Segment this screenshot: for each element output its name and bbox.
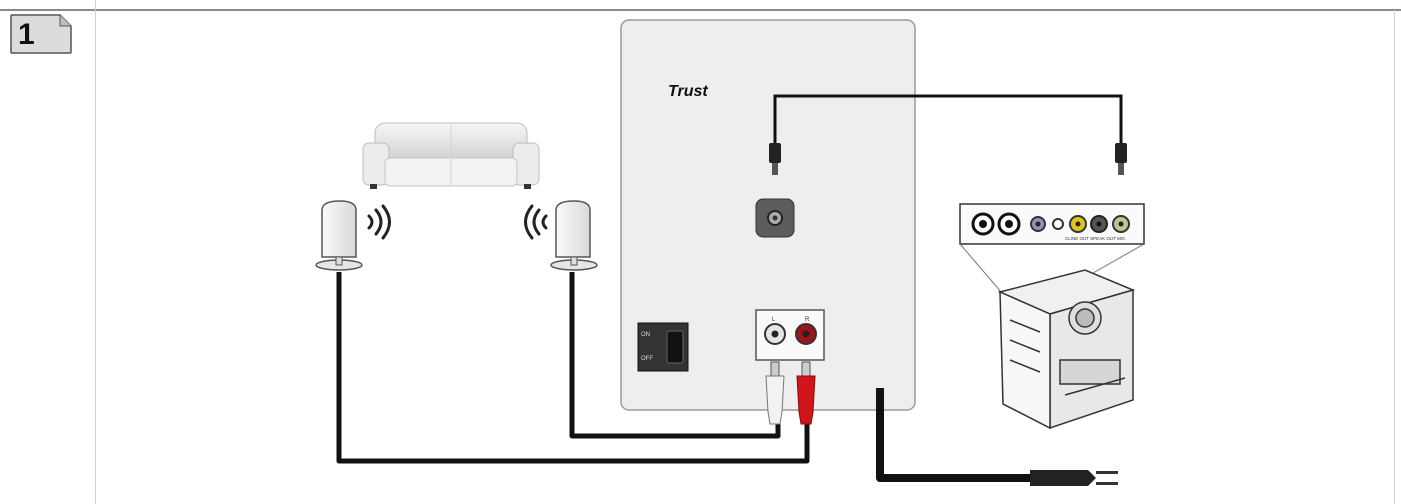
satellite-speaker-icon [315, 200, 363, 271]
sound-wave-icon [524, 204, 548, 240]
top-divider [0, 9, 1401, 11]
speaker-cable [336, 272, 810, 464]
audio-input-jack [755, 198, 795, 238]
trust-logo: Trust [668, 83, 708, 100]
brand-logo-text: Trust [668, 83, 708, 100]
satellite-speaker-icon [550, 200, 598, 271]
switch-on-label: ON [641, 332, 650, 338]
rca-output-panel: L R [755, 309, 825, 361]
rca-left-label: L [772, 317, 776, 323]
pc-port-labels: CLINE OUT SPEAK OUT MIC [1065, 236, 1126, 241]
step-badge [10, 14, 72, 54]
audio-input-cable [769, 94, 1127, 175]
pc-audio-panel: CLINE OUT SPEAK OUT MIC [959, 203, 1145, 245]
left-divider [95, 0, 96, 504]
power-plug-icon [1030, 470, 1118, 486]
zoom-projection-lines [959, 243, 1145, 294]
rca-plug-red [796, 361, 816, 425]
power-cord [876, 388, 1118, 486]
pc-tower-icon [997, 269, 1136, 430]
power-switch: ON OFF [637, 322, 689, 372]
switch-off-label: OFF [641, 356, 653, 362]
right-divider [1394, 10, 1395, 504]
rca-plug-white [765, 361, 785, 425]
sound-wave-icon [367, 204, 391, 240]
step-number: 1 [18, 18, 35, 51]
rca-right-label: R [805, 317, 810, 323]
sofa-icon [362, 122, 540, 189]
